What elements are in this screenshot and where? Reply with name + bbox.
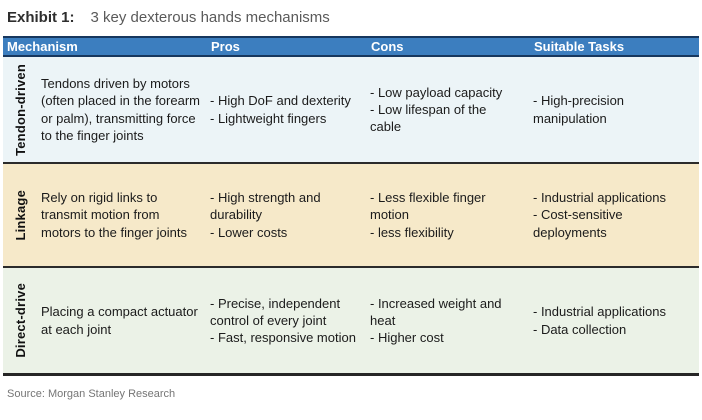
pros-item: - Fast, responsive motion <box>210 330 356 346</box>
source-footer: Source: Morgan Stanley Research <box>3 376 699 402</box>
column-header-mechanism: Mechanism <box>7 39 78 54</box>
exhibit-header: Exhibit 1: 3 key dexterous hands mechanis… <box>3 9 699 27</box>
cons-item: - Higher cost <box>370 330 444 346</box>
cons-item: - less flexibility <box>370 224 454 240</box>
pros-direct-drive: - Precise, independent control of every … <box>207 289 367 353</box>
cons-direct-drive: - Increased weight and heat - Higher cos… <box>367 289 530 353</box>
cons-item: - Low payload capacity <box>370 84 503 100</box>
table-row-linkage: Linkage Rely on rigid links to transmit … <box>3 164 699 268</box>
cons-item: - Low lifespan of the cable <box>370 101 487 135</box>
table-row-tendon-driven: Tendon-driven Tendons driven by motors (… <box>3 57 699 164</box>
exhibit-title: 3 key dexterous hands mechanisms <box>90 9 330 26</box>
column-header-suitable-tasks: Suitable Tasks <box>534 39 625 54</box>
pros-linkage: - High strength and durability - Lower c… <box>207 183 367 247</box>
column-header-pros: Pros <box>211 39 240 54</box>
tasks-item: - Industrial applications <box>533 190 666 206</box>
tasks-item: - Cost-sensitive deployments <box>533 207 623 240</box>
tasks-item: - Industrial applications <box>533 304 666 320</box>
mechanism-label-tendon-driven: Tendon-driven <box>12 63 28 156</box>
mechanism-label-direct-drive: Direct-drive <box>12 283 28 358</box>
tasks-linkage: - Industrial applications - Cost-sensiti… <box>530 183 699 247</box>
tasks-item: - High-precision manipulation <box>533 93 625 126</box>
pros-item: - High DoF and dexterity <box>210 93 351 109</box>
pros-item: - High strength and durability <box>210 190 321 223</box>
mechanisms-table: Mechanism Pros Cons Suitable Tasks Tendo… <box>3 36 699 376</box>
column-header-cons: Cons <box>371 39 404 54</box>
cons-tendon-driven: - Low payload capacity - Low lifespan of… <box>367 78 530 142</box>
pros-item: - Precise, independent control of every … <box>210 295 341 328</box>
mechanism-label-linkage: Linkage <box>12 189 28 241</box>
tasks-item: - Data collection <box>533 321 627 337</box>
table-header-row: Mechanism Pros Cons Suitable Tasks <box>3 36 699 57</box>
pros-tendon-driven: - High DoF and dexterity - Lightweight f… <box>207 86 367 133</box>
description-tendon-driven: Tendons driven by motors (often placed i… <box>41 75 200 143</box>
pros-item: - Lower costs <box>210 224 288 240</box>
table-row-direct-drive: Direct-drive Placing a compact actuator … <box>3 268 699 376</box>
exhibit-number: Exhibit 1: <box>7 9 75 26</box>
description-direct-drive: Placing a compact actuator at each joint <box>41 304 198 337</box>
cons-linkage: - Less flexible finger motion - less fle… <box>367 183 530 247</box>
cons-item: - Less flexible finger motion <box>370 190 486 223</box>
cons-item: - Increased weight and heat <box>370 295 502 328</box>
source-text: Source: Morgan Stanley Research <box>7 388 176 400</box>
tasks-direct-drive: - Industrial applications - Data collect… <box>530 297 699 344</box>
description-linkage: Rely on rigid links to transmit motion f… <box>41 190 187 240</box>
tasks-tendon-driven: - High-precision manipulation <box>530 86 699 133</box>
pros-item: - Lightweight fingers <box>210 110 327 126</box>
